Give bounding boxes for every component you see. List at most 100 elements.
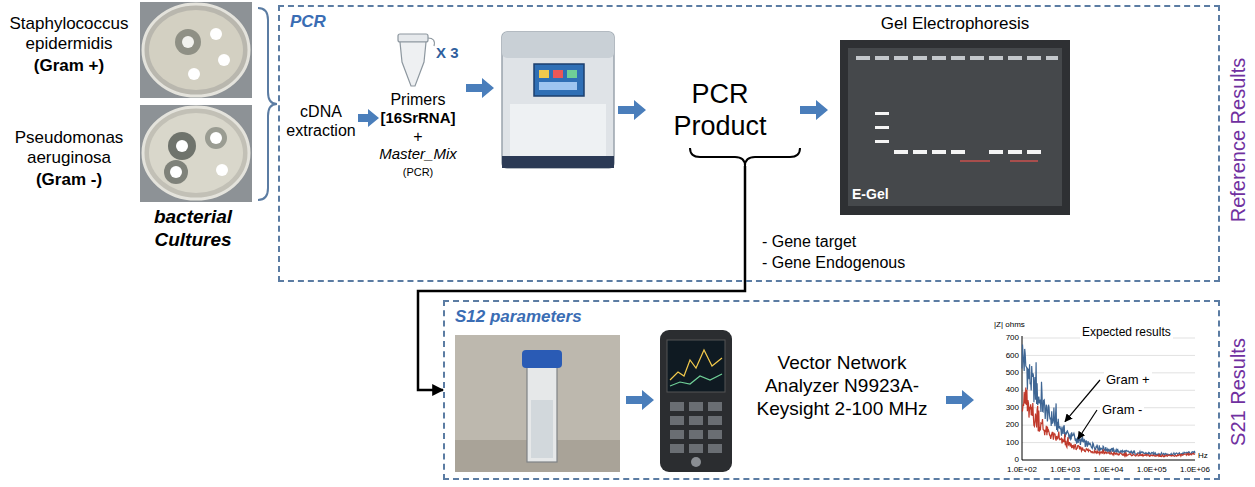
petri-dish-photo bbox=[164, 160, 188, 184]
flow-arrow bbox=[358, 109, 379, 127]
tick-label: 1.0E+04 bbox=[1093, 465, 1123, 475]
petri-dish-photo bbox=[140, 105, 252, 202]
tick-label: 1.0E+03 bbox=[1050, 465, 1080, 475]
gel-photo bbox=[951, 56, 965, 60]
result-brace bbox=[690, 148, 800, 166]
flow-arrow bbox=[800, 100, 828, 120]
gel-photo bbox=[951, 150, 965, 154]
petri-dish-photo bbox=[218, 54, 230, 66]
thermocycler-photo bbox=[553, 70, 563, 78]
section-title: S12 parameters bbox=[455, 307, 582, 327]
gel-photo bbox=[1027, 150, 1041, 154]
petri-dish-photo bbox=[210, 132, 222, 144]
gel-photo bbox=[913, 150, 927, 154]
leader-arrow bbox=[1078, 410, 1097, 439]
impedance-chart bbox=[1022, 460, 1195, 461]
impedance-chart bbox=[1022, 355, 1195, 356]
vna-photo bbox=[670, 374, 722, 386]
petri-dish-photo bbox=[182, 36, 194, 48]
curve-label: Gram - bbox=[1100, 402, 1144, 418]
gel-photo bbox=[856, 56, 870, 60]
group-brace bbox=[258, 8, 277, 200]
vna-photo bbox=[670, 416, 684, 425]
thermocycler-photo bbox=[567, 70, 577, 78]
gel-photo bbox=[875, 140, 889, 143]
reagent-label: Master_Mix bbox=[372, 145, 464, 163]
petri-dish-photo bbox=[210, 28, 222, 40]
vna-photo bbox=[689, 416, 703, 425]
vna-photo bbox=[660, 330, 732, 472]
vna-photo bbox=[670, 430, 684, 439]
petri-dish-photo bbox=[140, 2, 252, 98]
thermocycler-photo bbox=[534, 64, 584, 96]
flow-arrow bbox=[466, 78, 494, 98]
pcr-tube-icon bbox=[428, 38, 434, 46]
thermocycler-photo bbox=[502, 32, 614, 168]
gel-photo bbox=[875, 112, 889, 115]
reagent-label: (PCR) bbox=[372, 166, 464, 179]
connector-arrow bbox=[418, 282, 745, 390]
petri-dish-photo bbox=[143, 107, 249, 199]
petri-dish-photo bbox=[168, 132, 196, 160]
vna-photo bbox=[708, 416, 722, 425]
species-name: Staphylococcus epidermidis bbox=[2, 14, 136, 55]
leader-arrow bbox=[1065, 380, 1100, 422]
vna-photo bbox=[708, 444, 722, 453]
vna-photo bbox=[689, 402, 703, 411]
gel-photo bbox=[913, 56, 927, 60]
impedance-chart bbox=[1022, 390, 1195, 391]
vna-photo bbox=[670, 350, 722, 380]
gel-brand: E-Gel bbox=[852, 186, 889, 203]
pcr-tube-icon bbox=[398, 34, 434, 86]
flow-arrow bbox=[946, 390, 974, 410]
petri-dish-photo bbox=[176, 140, 188, 152]
vna-photo bbox=[689, 444, 703, 453]
petri-dish-photo bbox=[140, 2, 252, 98]
gel-photo bbox=[856, 56, 1058, 60]
petri-dish-photo bbox=[149, 10, 243, 90]
petri-dish-photo bbox=[140, 105, 252, 202]
cuvette-photo bbox=[531, 400, 553, 458]
impedance-chart bbox=[1022, 336, 1195, 460]
axis-title: |Z| ohms bbox=[994, 320, 1025, 330]
flow-line bbox=[744, 166, 747, 282]
gram-type: (Gram +) bbox=[2, 56, 136, 76]
tick-label: 700 bbox=[1006, 333, 1019, 343]
cuvette-photo bbox=[455, 335, 620, 472]
thermocycler-photo bbox=[502, 156, 614, 168]
gel-photo bbox=[1027, 56, 1041, 60]
gram-type: (Gram -) bbox=[2, 170, 136, 190]
step-label: PCR Product bbox=[650, 78, 790, 143]
instrument-label: Vector Network Analyzer N9923A-Keysight … bbox=[752, 352, 932, 420]
tick-label: 300 bbox=[1006, 403, 1019, 413]
culture-caption: bacterial Cultures bbox=[136, 206, 250, 252]
impedance-chart bbox=[1022, 442, 1195, 443]
gel-photo bbox=[1008, 150, 1022, 154]
cuvette-photo bbox=[455, 335, 620, 472]
tick-label: 1.0E+05 bbox=[1137, 465, 1167, 475]
thermocycler-photo bbox=[502, 32, 614, 168]
gel-photo bbox=[894, 150, 908, 154]
gel-photo bbox=[875, 112, 1041, 154]
reagent-label: + bbox=[372, 127, 464, 146]
tick-label: 600 bbox=[1006, 351, 1019, 361]
tick-label: 1.0E+02 bbox=[1007, 465, 1037, 475]
gel-photo bbox=[970, 56, 984, 60]
vna-photo bbox=[670, 402, 684, 411]
gel-photo bbox=[875, 126, 889, 129]
petri-dish-photo bbox=[216, 164, 228, 176]
gel-photo bbox=[894, 56, 908, 60]
gel-photo bbox=[1008, 56, 1022, 60]
gel-photo bbox=[1010, 160, 1038, 162]
tick-label: 400 bbox=[1006, 385, 1019, 395]
gel-photo bbox=[840, 40, 1070, 215]
thermocycler-photo bbox=[502, 32, 614, 58]
species-name: Pseudomonas aeruginosa bbox=[2, 128, 136, 169]
vna-photo bbox=[670, 402, 722, 453]
pcr-tube-icon bbox=[398, 34, 428, 42]
vna-photo bbox=[667, 340, 725, 392]
side-heading: Reference Results bbox=[1226, 58, 1250, 223]
impedance-chart bbox=[1022, 425, 1195, 426]
side-heading: S21 Results bbox=[1226, 338, 1250, 446]
tick-label: 0 bbox=[1015, 455, 1019, 465]
